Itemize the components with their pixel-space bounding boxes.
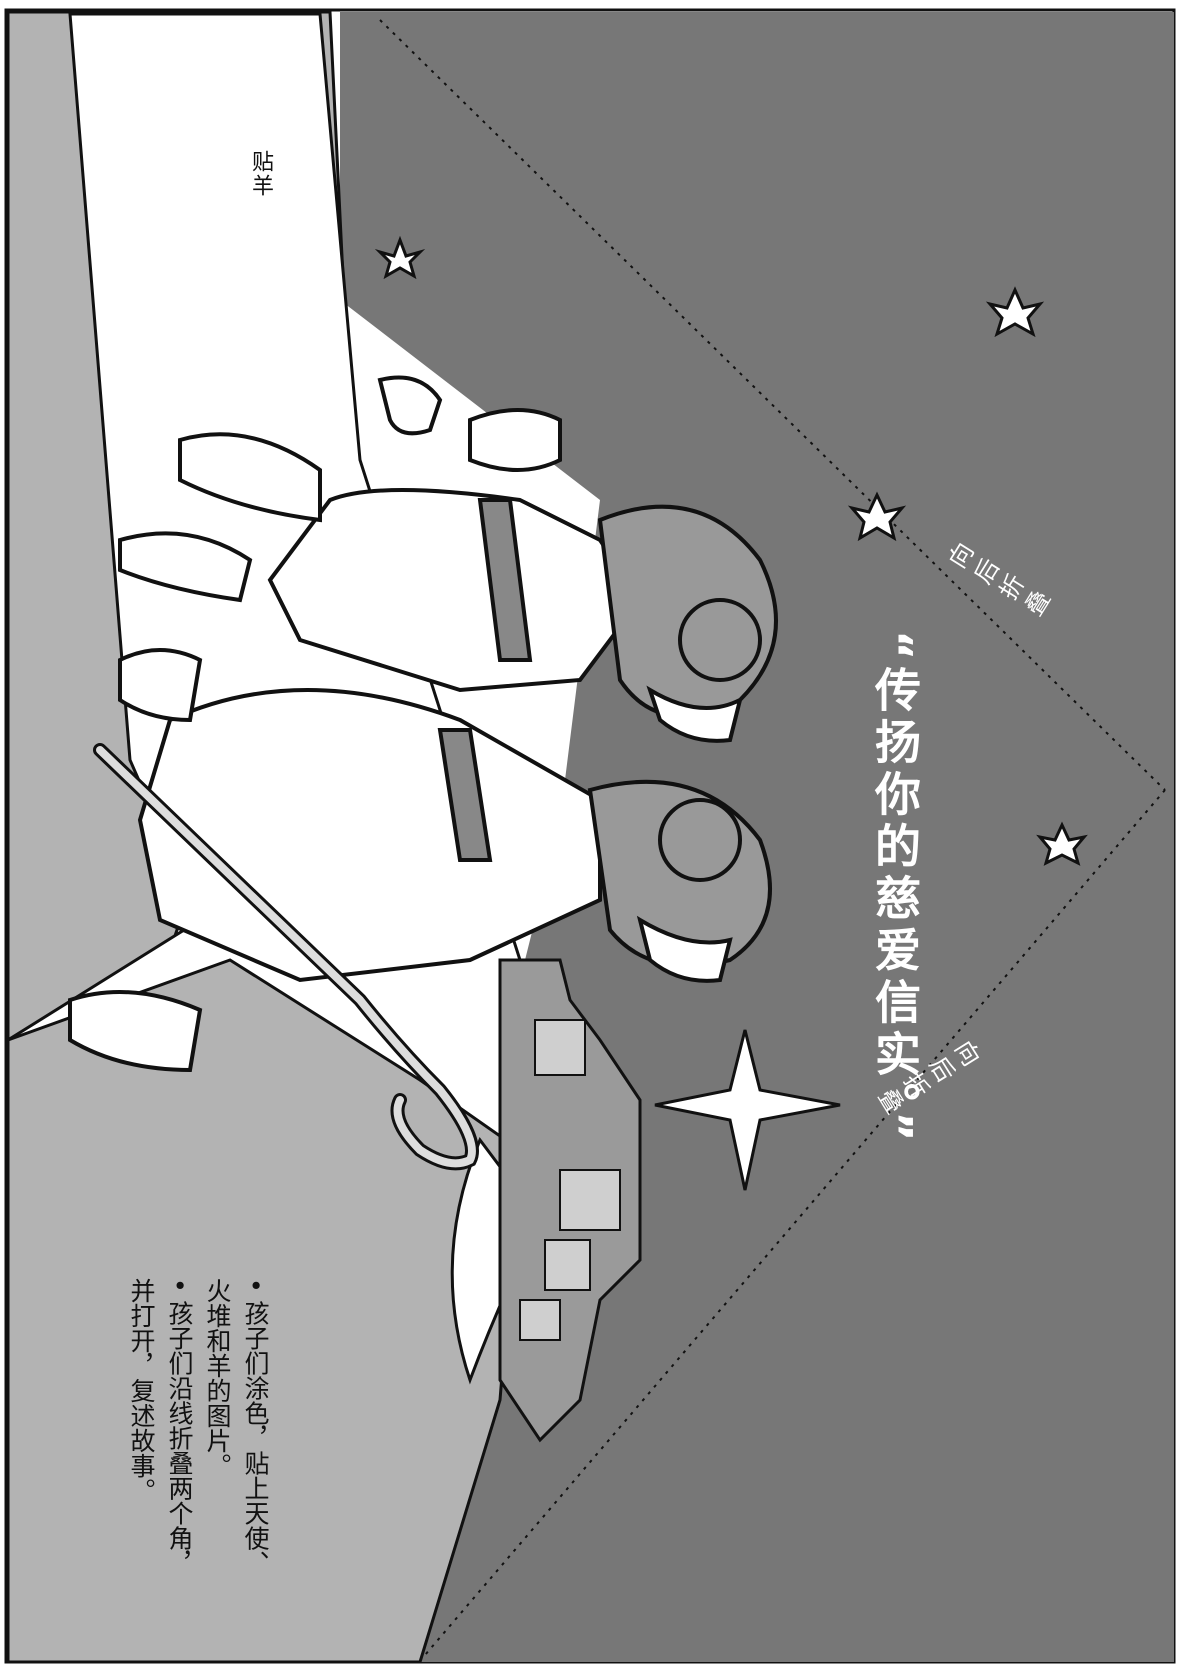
fold-line-lower xyxy=(424,789,1166,1656)
memory-verse: “传扬你的慈爱信实。” xyxy=(868,630,922,1148)
instructions: • 孩子们涂色，贴上天使、火堆和羊的图片。 • 孩子们沿线折叠两个角，并打开，复… xyxy=(122,1278,274,1598)
paste-sheep-label: 贴羊 xyxy=(248,150,273,198)
star-icon xyxy=(985,286,1045,338)
star-icon xyxy=(847,491,907,542)
town-buildings xyxy=(519,1019,621,1341)
shepherd-figure xyxy=(118,375,778,743)
star-icon xyxy=(1036,821,1088,866)
star-icon xyxy=(374,235,426,280)
instruction-item: • 孩子们涂色，贴上天使、火堆和羊的图片。 xyxy=(203,1278,270,1576)
instruction-item: • 孩子们沿线折叠两个角，并打开，复述故事。 xyxy=(127,1278,194,1576)
bethlehem-star-icon xyxy=(654,1029,841,1191)
fold-line-upper xyxy=(379,19,1166,791)
